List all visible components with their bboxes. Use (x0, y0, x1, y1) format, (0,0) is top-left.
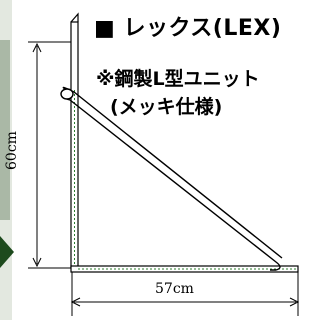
left-background-shade (0, 40, 10, 220)
horizontal-base (70, 265, 299, 273)
product-title: ■ レックス(LEX) (94, 16, 282, 41)
play-arrow-icon[interactable] (0, 236, 14, 268)
post-top-tip (70, 12, 79, 23)
width-dimension-label: 57cm (155, 281, 194, 297)
diagonal-brace (69, 91, 283, 271)
product-subtitle-finish: (メッキ仕様) (110, 96, 223, 118)
product-subtitle-material: ※鋼製L型ユニット (96, 68, 260, 90)
brace-hook-loop (60, 88, 74, 100)
height-dimension (28, 41, 72, 269)
width-dimension (70, 272, 300, 316)
l-bracket (60, 12, 299, 273)
height-dimension-label: 60cm (4, 131, 20, 170)
